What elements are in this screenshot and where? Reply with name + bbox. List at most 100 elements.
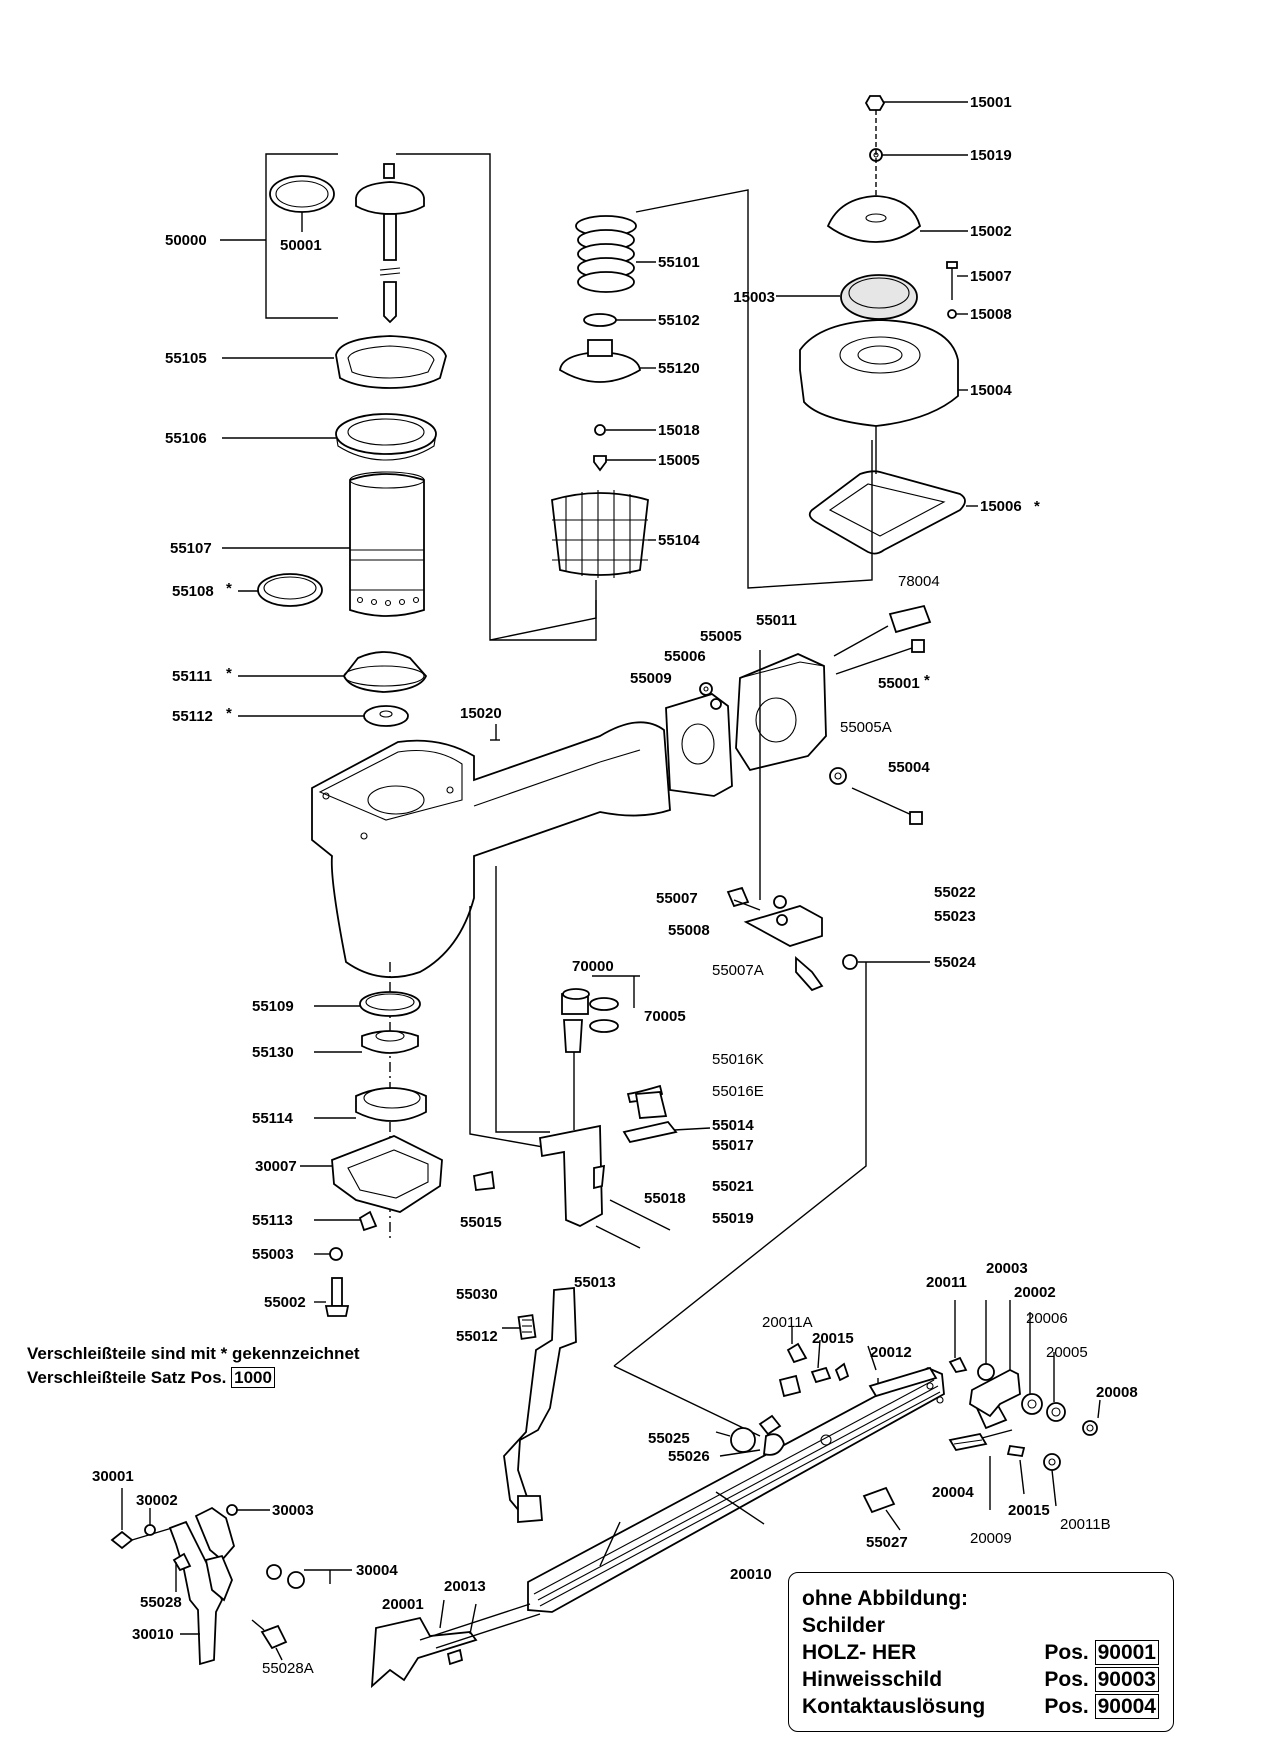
label-55018: 55018: [644, 1190, 686, 1207]
label-55019: 55019: [712, 1210, 754, 1227]
label-55101: 55101: [658, 254, 700, 271]
label-55105: 55105: [165, 350, 207, 367]
label-55022: 55022: [934, 884, 976, 901]
legend-pos-number: 90001: [1094, 1640, 1159, 1665]
label-55120: 55120: [658, 360, 700, 377]
part-number-labels: 15001 15019 15002 15007 15003 15008 1500…: [92, 94, 1138, 1677]
label-55006: 55006: [664, 648, 706, 665]
legend-row-label: Hinweisschild: [802, 1668, 943, 1691]
label-15008: 15008: [970, 306, 1012, 323]
star-15006: *: [1034, 498, 1040, 515]
label-20015b: 20015: [1008, 1502, 1050, 1519]
legend-row-label: Kontaktauslösung: [802, 1695, 986, 1718]
label-55024: 55024: [934, 954, 976, 971]
label-55023: 55023: [934, 908, 976, 925]
label-20002: 20002: [1014, 1284, 1056, 1301]
label-55004: 55004: [888, 759, 930, 776]
label-20010: 20010: [730, 1566, 772, 1583]
legend-row: Kontaktauslösung Pos. 90004: [802, 1693, 1159, 1720]
not-shown-legend: ohne Abbildung: Schilder HOLZ- HER Pos. …: [788, 1572, 1174, 1732]
label-55016K: 55016K: [712, 1051, 764, 1068]
magazine-assembly: [370, 1362, 1061, 1689]
label-55026: 55026: [668, 1448, 710, 1465]
label-55017: 55017: [712, 1137, 754, 1154]
star-55108: *: [226, 580, 232, 597]
label-55028A: 55028A: [262, 1660, 314, 1677]
legend-row-pos: Pos. 90004: [1044, 1693, 1159, 1720]
wear-parts-kit-number: 1000: [231, 1367, 275, 1388]
label-55106: 55106: [165, 430, 207, 447]
legend-row-pos: Pos. 90003: [1044, 1666, 1159, 1693]
latch-assembly: [786, 1300, 1101, 1436]
label-55102: 55102: [658, 312, 700, 329]
label-55011: 55011: [756, 612, 797, 629]
legend-pos-text: Pos.: [1044, 1668, 1089, 1691]
label-55109: 55109: [252, 998, 294, 1015]
label-55112: 55112: [172, 708, 213, 725]
label-30007: 30007: [255, 1158, 297, 1175]
label-55021: 55021: [712, 1178, 754, 1195]
label-20009: 20009: [970, 1530, 1012, 1547]
label-55025: 55025: [648, 1430, 690, 1447]
label-20005: 20005: [1046, 1344, 1088, 1361]
valve-assembly: [489, 189, 873, 641]
label-50000: 50000: [165, 232, 207, 249]
label-30001: 30001: [92, 1468, 134, 1485]
label-55030: 55030: [456, 1286, 498, 1303]
label-15003: 15003: [733, 289, 775, 306]
legend-title: ohne Abbildung:: [802, 1587, 969, 1610]
label-70000: 70000: [572, 958, 614, 975]
label-15018: 15018: [658, 422, 700, 439]
label-15006: 15006: [980, 498, 1022, 515]
star-55111: *: [226, 665, 232, 682]
label-20006: 20006: [1026, 1310, 1068, 1327]
label-20011A: 20011A: [762, 1314, 813, 1331]
label-20003: 20003: [986, 1260, 1028, 1277]
label-15002: 15002: [970, 223, 1012, 240]
star-55001: *: [924, 672, 930, 689]
label-55015: 55015: [460, 1214, 502, 1231]
label-55007A: 55007A: [712, 962, 764, 979]
label-55012: 55012: [456, 1328, 498, 1345]
label-55005A: 55005A: [840, 719, 892, 736]
legend-row-pos: Pos. 90001: [1044, 1639, 1159, 1666]
legend-row: Hinweisschild Pos. 90003: [802, 1666, 1159, 1693]
nose-assembly: [300, 991, 443, 1317]
label-30010: 30010: [132, 1626, 174, 1643]
label-55008: 55008: [668, 922, 710, 939]
piston-assembly: [220, 153, 597, 727]
contact-arm-assembly: [110, 1488, 352, 1666]
legend-row-label: HOLZ- HER: [802, 1641, 917, 1664]
legend-pos-number: 90004: [1094, 1694, 1159, 1719]
label-55130: 55130: [252, 1044, 294, 1061]
label-15020: 15020: [460, 705, 502, 722]
label-20004: 20004: [932, 1484, 974, 1501]
label-15001: 15001: [970, 94, 1012, 111]
legend-pos-text: Pos.: [1044, 1695, 1089, 1718]
wear-parts-note: Verschleißteile sind mit * gekennzeichne…: [27, 1342, 360, 1390]
label-55107: 55107: [170, 540, 212, 557]
cap-assembly: [776, 95, 978, 555]
label-55114: 55114: [252, 1110, 294, 1127]
legend-row: HOLZ- HER Pos. 90001: [802, 1639, 1159, 1666]
wear-parts-kit-text: Verschleißteile Satz Pos.: [27, 1368, 227, 1387]
label-55113: 55113: [252, 1212, 293, 1229]
star-55112: *: [226, 705, 232, 722]
label-70005: 70005: [644, 1008, 686, 1025]
wear-parts-note-line1: Verschleißteile sind mit * gekennzeichne…: [27, 1344, 360, 1363]
label-55005: 55005: [700, 628, 742, 645]
legend-pos-text: Pos.: [1044, 1641, 1089, 1664]
label-55003: 55003: [252, 1246, 294, 1263]
label-55001: 55001: [878, 675, 920, 692]
trigger-assembly: [469, 866, 930, 1523]
label-55027: 55027: [866, 1534, 908, 1551]
label-15007: 15007: [970, 268, 1012, 285]
label-20011: 20011: [926, 1274, 967, 1291]
label-55016E: 55016E: [712, 1083, 764, 1100]
label-20011B: 20011B: [1060, 1516, 1111, 1533]
label-55111: 55111: [172, 668, 212, 685]
label-50001: 50001: [280, 237, 322, 254]
label-20001: 20001: [382, 1596, 424, 1613]
label-55014: 55014: [712, 1117, 754, 1134]
